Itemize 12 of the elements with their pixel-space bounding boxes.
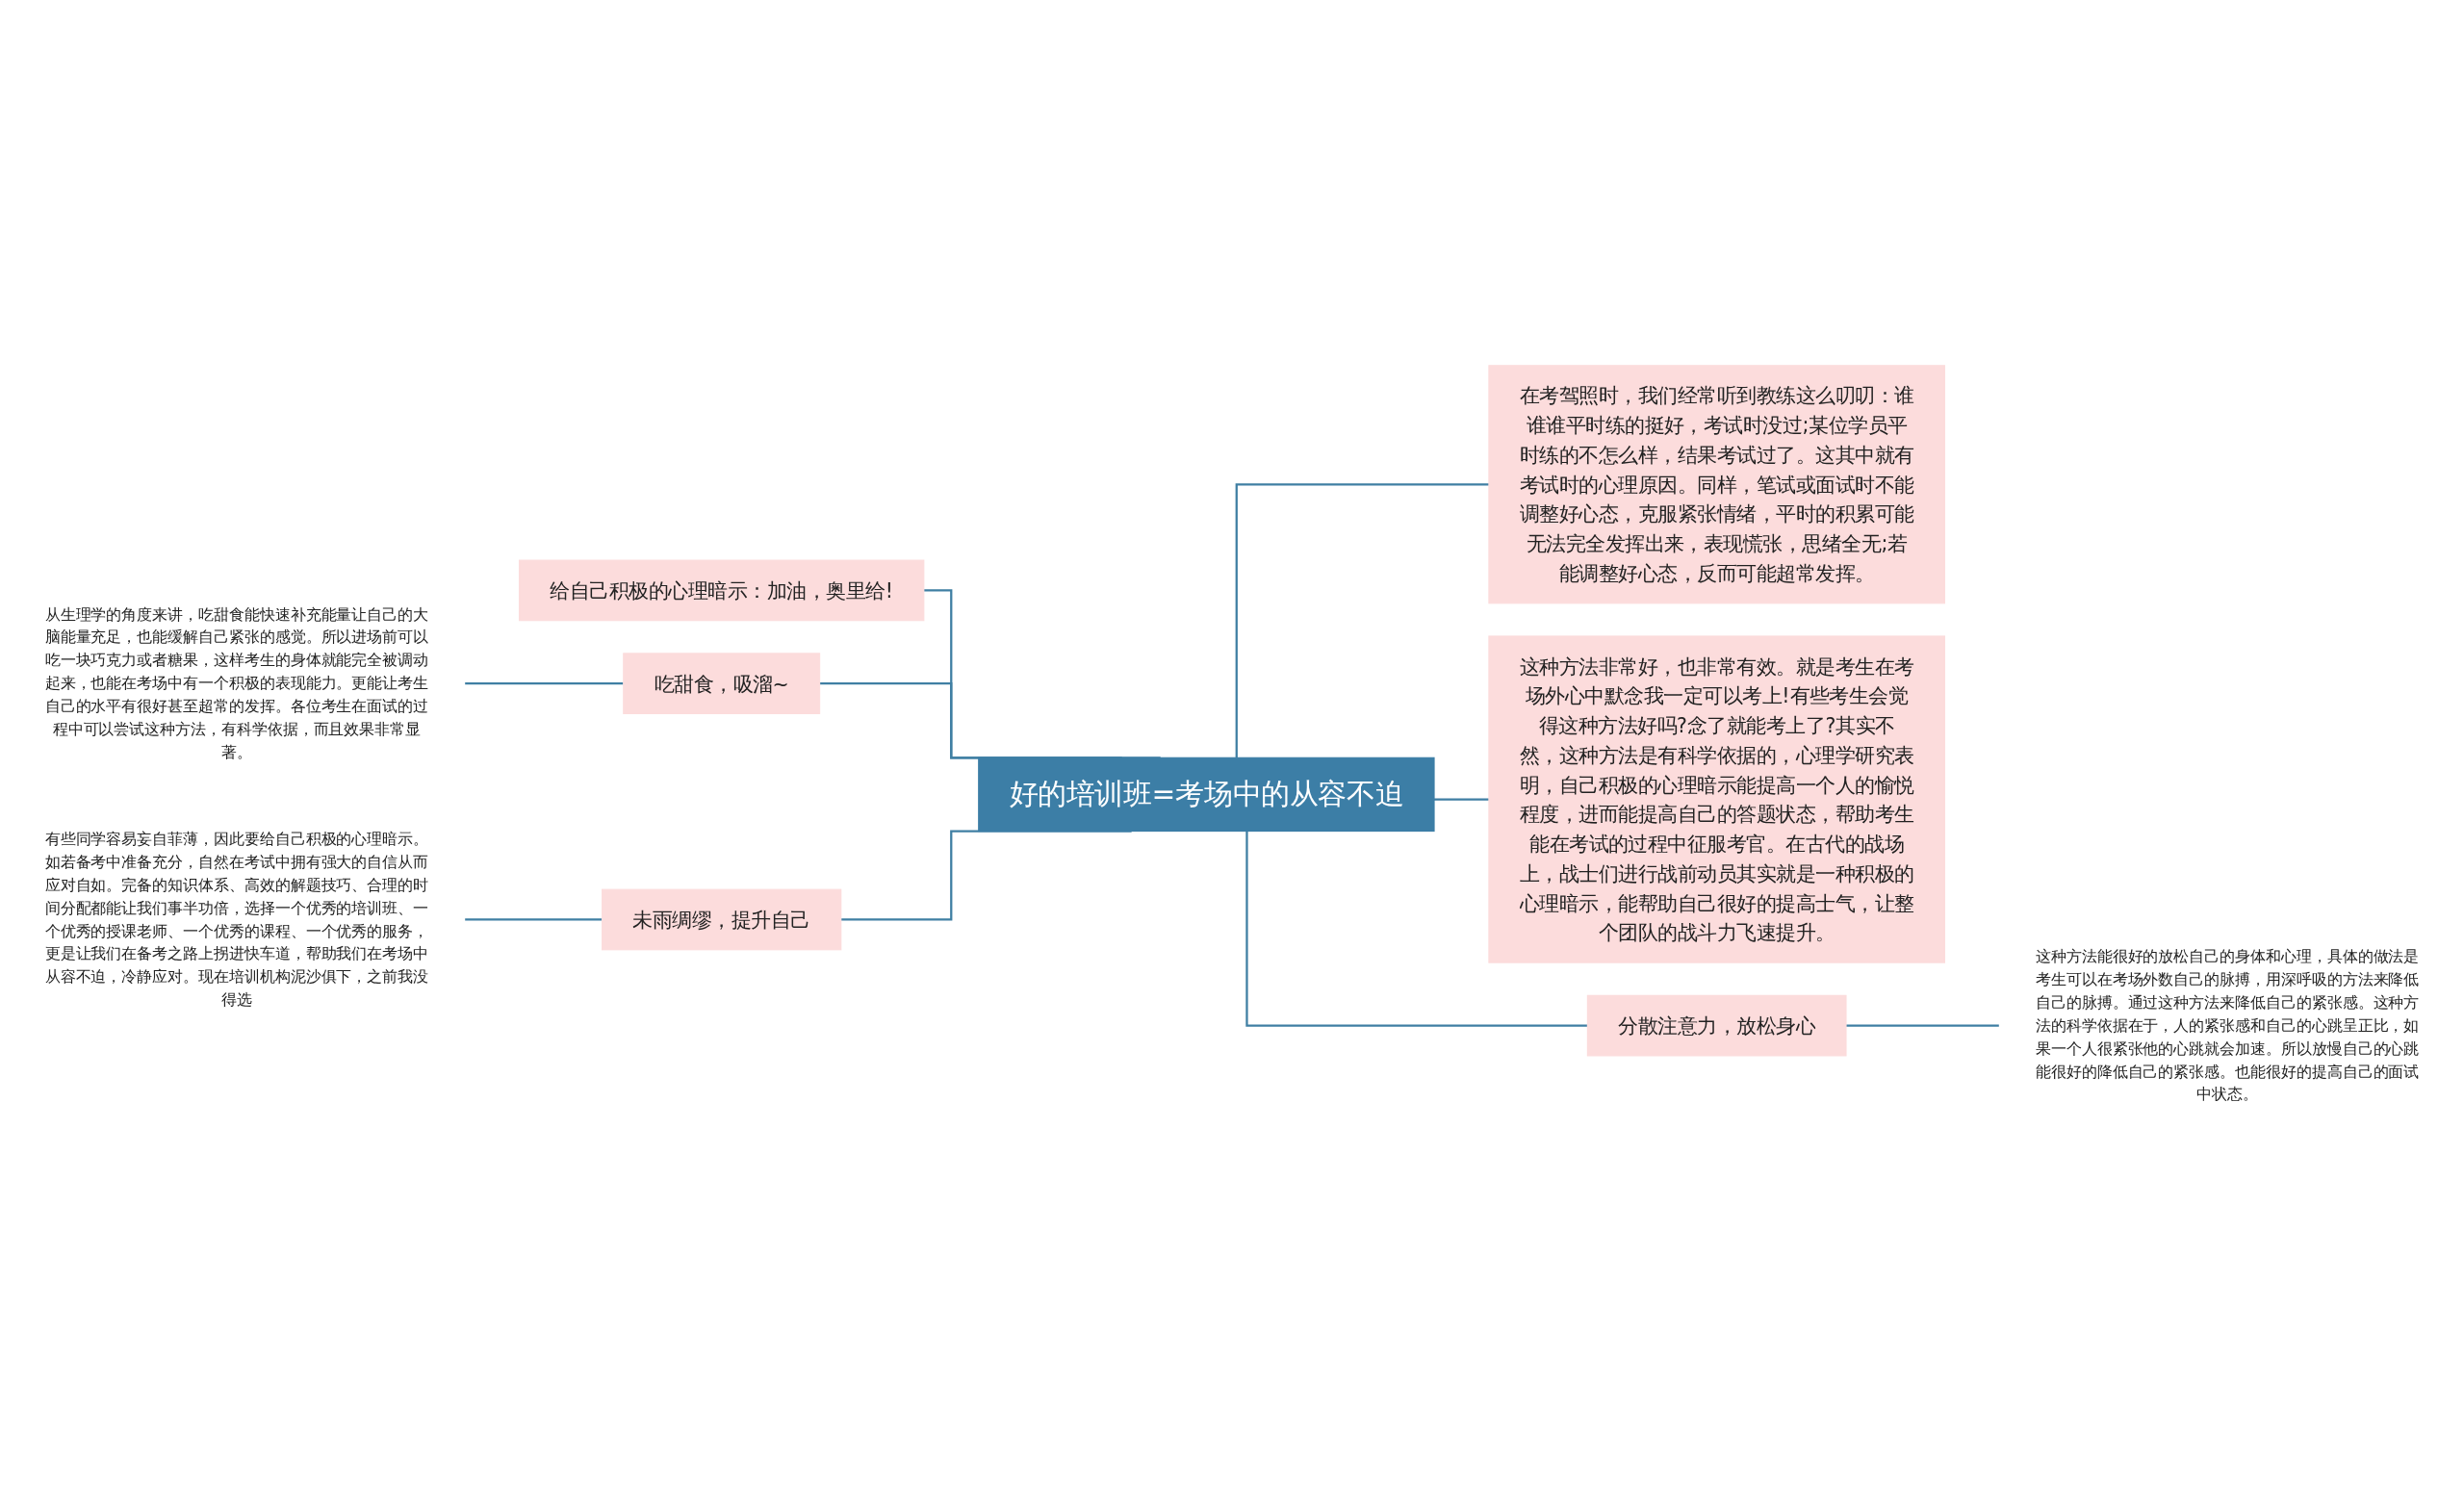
node-box: 好的培训班=考场中的从容不迫 xyxy=(978,756,1435,833)
node-text: 这种方法能很好的放松自己的身体和心理，具体的做法是考生可以在考场外数自己的脉搏，用深呼吸的方法来降低自己的脉搏。通过这种方法来降低自己的紧张感。这种方法的科学依据在于，人的紧张感和自己的心跳呈正比，如果一个人很紧张他的心跳就会加速。所以放慢自己的心跳能很好的降低自己的紧张感。也能很好的提高自己的面试中状态。 xyxy=(2035,947,2420,1103)
connector xyxy=(1235,483,1489,758)
node-box: 分散注意力，放松身心 xyxy=(1586,994,1847,1057)
node-box: 在考驾照时，我们经常听到教练这么叨叨：谁谁谁平时练的挺好，考试时没过;某位学员平时练的不怎么样，结果考试过了。这其中就有考试时的心理原因。同样，笔试或面试时不能调整好心态，克服紧张情绪，平时的积累可能无法完全发挥出来，表现慌张，思绪全无;若能调整好心态，反而可能超常发挥。 xyxy=(1488,365,1946,604)
connector xyxy=(1245,831,1588,1027)
node-box: 给自己积极的心理暗示：加油，奥里给! xyxy=(518,559,925,622)
node-box: 吃甜食，吸溜~ xyxy=(623,653,821,715)
node-box: 这种方法非常好，也非常有效。就是考生在考场外心中默念我一定可以考上!有些考生会觉得这种方法好吗?念了就能考上了?其实不然，这种方法是有科学依据的，心理学研究表明，自己积极的心理暗示能提高一个人的愉悦程度，进而能提高自己的答题状态，帮助考生能在考试的过程中征服考官。在古代的战场上，战士们进行战前动员其实就是一种积极的心理暗示，能帮助自己很好的提高士气，让整个团队的战斗力飞速提升。 xyxy=(1488,635,1946,963)
node-text: 有些同学容易妄自菲薄，因此要给自己积极的心理暗示。如若备考中准备充分，自然在考试中拥有强大的自信从而应对自如。完备的知识体系、高效的解题技巧、合理的时间分配都能让我们事半功倍，选择一个优秀的培训班、一个优秀的授课老师、一个优秀的课程、一个优秀的服务，更是让我们在备考之路上拐进快车道，帮助我们在考场中从容不迫，冷静应对。现在培训机构泥沙俱下，之前我没得选 xyxy=(44,830,429,1009)
node-text: 从生理学的角度来讲，吃甜食能快速补充能量让自己的大脑能量充足，也能缓解自己紧张的感觉。所以进场前可以吃一块巧克力或者糖果，这样考生的身体就能完全被调动起来，也能在考场中有一个积极的表现能力。更能让考生自己的水平有很好甚至超常的发挥。各位考生在面试的过程中可以尝试这种方法，有科学依据，而且效果非常显著。 xyxy=(44,604,429,761)
node-box: 未雨绸缪，提升自己 xyxy=(602,888,842,951)
